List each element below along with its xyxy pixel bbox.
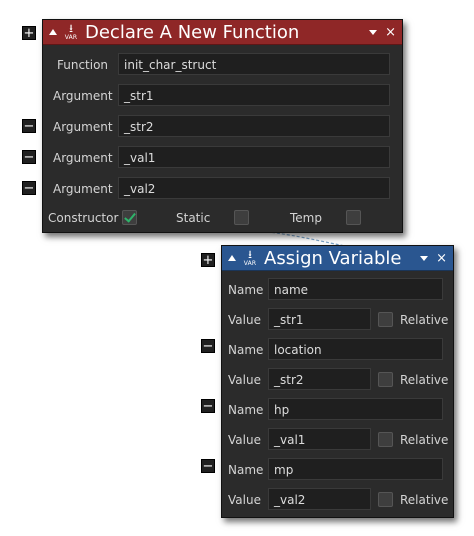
value-label: Value	[228, 373, 261, 387]
argument-row: Argument _str2	[43, 115, 402, 139]
variable-value-input[interactable]: _val2	[268, 488, 371, 510]
relative-label: Relative	[400, 493, 449, 507]
name-label: Name	[228, 403, 264, 417]
variable-value-row: Value _val1 Relative	[222, 428, 453, 452]
argument-input[interactable]: _val1	[118, 146, 390, 168]
remove-argument-button[interactable]: −	[22, 119, 36, 134]
variable-value-input[interactable]: _str2	[268, 368, 371, 390]
remove-argument-button[interactable]: −	[22, 181, 36, 196]
panel-menu-icon[interactable]	[369, 29, 378, 35]
variable-name-row: Name hp	[222, 398, 453, 422]
panel-menu-icon[interactable]	[420, 255, 429, 261]
assign-variable-titlebar[interactable]: ⭳ VAR Assign Variable ×	[222, 246, 453, 271]
variable-name-input[interactable]: hp	[268, 398, 443, 420]
var-icon-label: VAR	[64, 33, 78, 41]
constructor-label: Constructor	[48, 211, 119, 225]
relative-checkbox[interactable]	[378, 492, 393, 507]
function-row: Function init_char_struct	[43, 53, 402, 77]
function-label: Function	[57, 58, 109, 72]
argument-label: Argument	[53, 89, 113, 103]
name-label: Name	[228, 343, 264, 357]
constructor-checkbox[interactable]	[122, 210, 137, 225]
variable-name-row: Name location	[222, 338, 453, 362]
remove-argument-button[interactable]: −	[22, 150, 36, 165]
argument-input[interactable]: _str1	[118, 84, 390, 106]
relative-checkbox[interactable]	[378, 372, 393, 387]
variable-name-input[interactable]: name	[268, 278, 443, 300]
name-label: Name	[228, 283, 264, 297]
argument-input[interactable]: _val2	[118, 177, 390, 199]
value-label: Value	[228, 433, 261, 447]
var-icon-label: VAR	[243, 259, 257, 267]
add-action-button[interactable]: +	[22, 26, 36, 41]
assign-variable-title: Assign Variable	[264, 247, 402, 269]
argument-label: Argument	[53, 182, 113, 196]
declare-function-title: Declare A New Function	[85, 21, 300, 43]
relative-checkbox[interactable]	[378, 312, 393, 327]
static-label: Static	[176, 211, 211, 225]
variable-value-input[interactable]: _str1	[268, 308, 371, 330]
relative-label: Relative	[400, 313, 449, 327]
value-label: Value	[228, 313, 261, 327]
relative-label: Relative	[400, 373, 449, 387]
declare-function-titlebar[interactable]: ⭳ VAR Declare A New Function ×	[43, 20, 402, 45]
variable-name-input[interactable]: location	[268, 338, 443, 360]
remove-variable-button[interactable]: −	[201, 399, 215, 414]
argument-row: Argument _str1	[43, 84, 402, 108]
name-label: Name	[228, 463, 264, 477]
var-download-icon: ⭳ VAR	[63, 22, 79, 42]
value-label: Value	[228, 493, 261, 507]
remove-variable-button[interactable]: −	[201, 459, 215, 474]
static-checkbox[interactable]	[234, 210, 249, 225]
argument-input[interactable]: _str2	[118, 115, 390, 137]
variable-value-input[interactable]: _val1	[268, 428, 371, 450]
variable-value-row: Value _str2 Relative	[222, 368, 453, 392]
download-arrow-icon: ⭳	[248, 247, 252, 261]
relative-checkbox[interactable]	[378, 432, 393, 447]
add-variable-button[interactable]: +	[201, 253, 215, 268]
options-row: Constructor Static Temp	[43, 206, 402, 230]
function-name-input[interactable]: init_char_struct	[118, 53, 390, 75]
declare-function-panel: ⭳ VAR Declare A New Function × Function …	[42, 19, 403, 233]
argument-label: Argument	[53, 120, 113, 134]
argument-row: Argument _val2	[43, 177, 402, 201]
argument-row: Argument _val1	[43, 146, 402, 170]
relative-label: Relative	[400, 433, 449, 447]
temp-label: Temp	[290, 211, 322, 225]
collapse-triangle-icon[interactable]	[228, 255, 236, 261]
variable-name-row: Name name	[222, 278, 453, 302]
remove-variable-button[interactable]: −	[201, 339, 215, 354]
assign-variable-panel: ⭳ VAR Assign Variable × Name name Value …	[221, 245, 454, 518]
collapse-triangle-icon[interactable]	[49, 29, 57, 35]
var-download-icon: ⭳ VAR	[242, 248, 258, 268]
close-icon[interactable]: ×	[436, 250, 447, 266]
variable-value-row: Value _str1 Relative	[222, 308, 453, 332]
temp-checkbox[interactable]	[346, 210, 361, 225]
variable-value-row: Value _val2 Relative	[222, 488, 453, 512]
argument-label: Argument	[53, 151, 113, 165]
variable-name-input[interactable]: mp	[268, 458, 443, 480]
close-icon[interactable]: ×	[385, 24, 396, 40]
variable-name-row: Name mp	[222, 458, 453, 482]
download-arrow-icon: ⭳	[69, 21, 73, 35]
